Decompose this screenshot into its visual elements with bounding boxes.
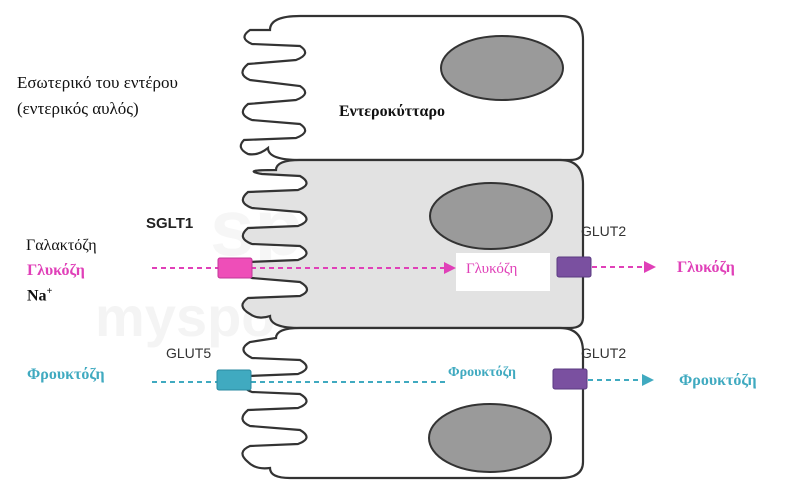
sglt1-label: SGLT1 xyxy=(146,216,193,231)
fructose-inside-label: Φρουκτόζη xyxy=(448,366,516,380)
top-nucleus xyxy=(441,36,563,100)
glut5-transporter xyxy=(217,370,251,390)
sodium-symbol: Na xyxy=(27,287,47,304)
sglt1-transporter xyxy=(218,258,252,278)
glut2-transporter-top xyxy=(557,257,591,277)
glucose-left-label: Γλυκόζη xyxy=(27,263,85,279)
enterocyte-label: Εντεροκύτταρο xyxy=(339,104,445,120)
galactose-label: Γαλακτόζη xyxy=(26,238,97,254)
lumen-label-line2: (εντερικός αυλός) xyxy=(17,100,139,117)
fructose-left-label: Φρουκτόζη xyxy=(27,367,105,383)
glucose-right-label: Γλυκόζη xyxy=(677,260,735,276)
glut5-label: GLUT5 xyxy=(166,346,211,360)
glut2-transporter-bottom xyxy=(553,369,587,389)
glucose-inside-label: Γλυκόζη xyxy=(466,262,517,277)
bottom-nucleus xyxy=(429,404,551,472)
lumen-label-line1: Εσωτερικό του εντέρου xyxy=(17,74,178,91)
glut2-top-label: GLUT2 xyxy=(581,224,626,238)
fructose-arrowhead-out xyxy=(642,374,654,386)
glut2-bottom-label: GLUT2 xyxy=(581,346,626,360)
fructose-right-label: Φρουκτόζη xyxy=(679,373,757,389)
glucose-arrowhead-out xyxy=(644,261,656,273)
sodium-charge: + xyxy=(47,286,53,297)
sodium-label: Na+ xyxy=(27,287,52,304)
middle-nucleus xyxy=(430,183,552,249)
